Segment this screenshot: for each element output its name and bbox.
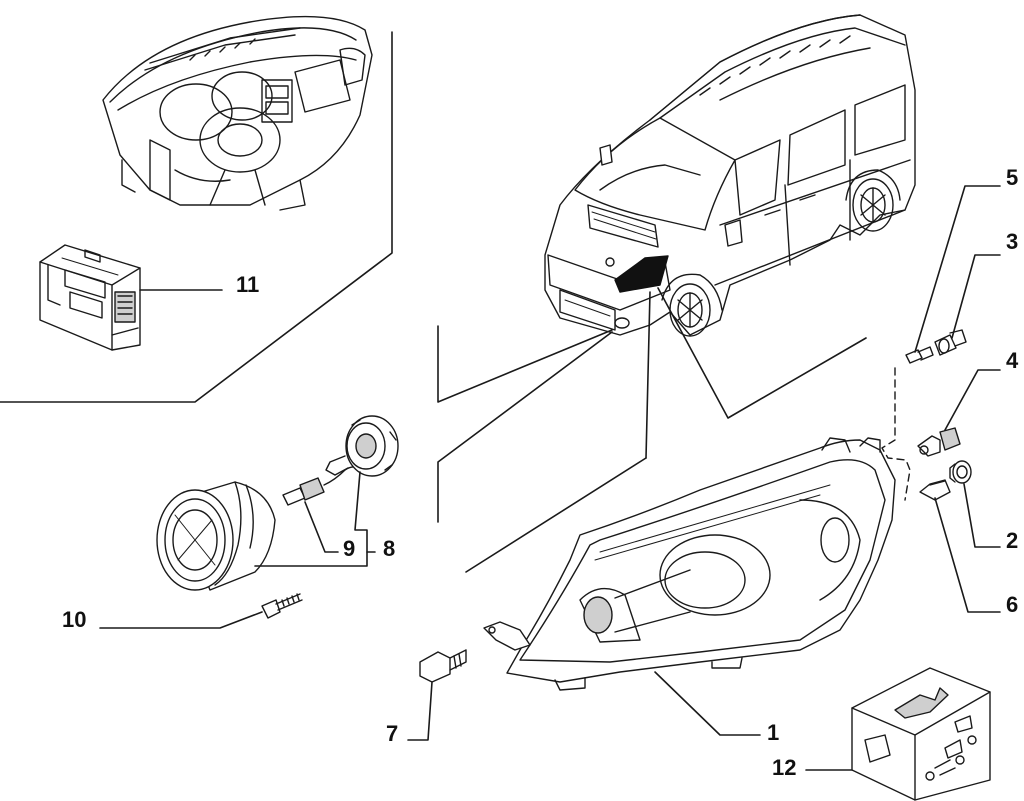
van-leader-lines [437, 287, 867, 573]
callout-4: 4 [1006, 348, 1019, 373]
headlamp-unit-illustration [483, 437, 896, 691]
fog-lamp-cover-illustration [325, 415, 399, 477]
callout-5: 5 [1006, 165, 1019, 190]
callout-leader-lines [99, 185, 1001, 771]
dashboard-illustration [102, 15, 373, 211]
callout-8: 8 [383, 536, 396, 561]
callout-10: 10 [62, 607, 87, 632]
callout-12: 12 [772, 755, 797, 780]
bulb-4-illustration [917, 427, 961, 457]
fitting-kit-illustration [851, 667, 991, 801]
callout-1: 1 [767, 720, 780, 745]
callout-11: 11 [236, 272, 260, 297]
bulb-holder-3-illustration [934, 329, 967, 356]
screw-7-illustration [419, 649, 467, 683]
callout-3: 3 [1006, 229, 1019, 254]
callout-7: 7 [386, 721, 399, 746]
fog-bulb-illustration [282, 466, 361, 506]
bulb-dash-line [881, 367, 911, 501]
bulb-6-illustration [919, 479, 951, 501]
callout-9: 9 [343, 536, 356, 561]
cap-2-illustration [949, 460, 972, 484]
bulb-5-illustration [905, 346, 934, 364]
callout-6: 6 [1006, 592, 1019, 617]
inset-frame [0, 31, 393, 403]
headlight-switch-illustration [39, 244, 141, 351]
screw-10-illustration [261, 593, 303, 619]
callout-2: 2 [1006, 528, 1019, 553]
van-illustration [544, 14, 916, 337]
fog-lamp-illustration [156, 481, 276, 591]
